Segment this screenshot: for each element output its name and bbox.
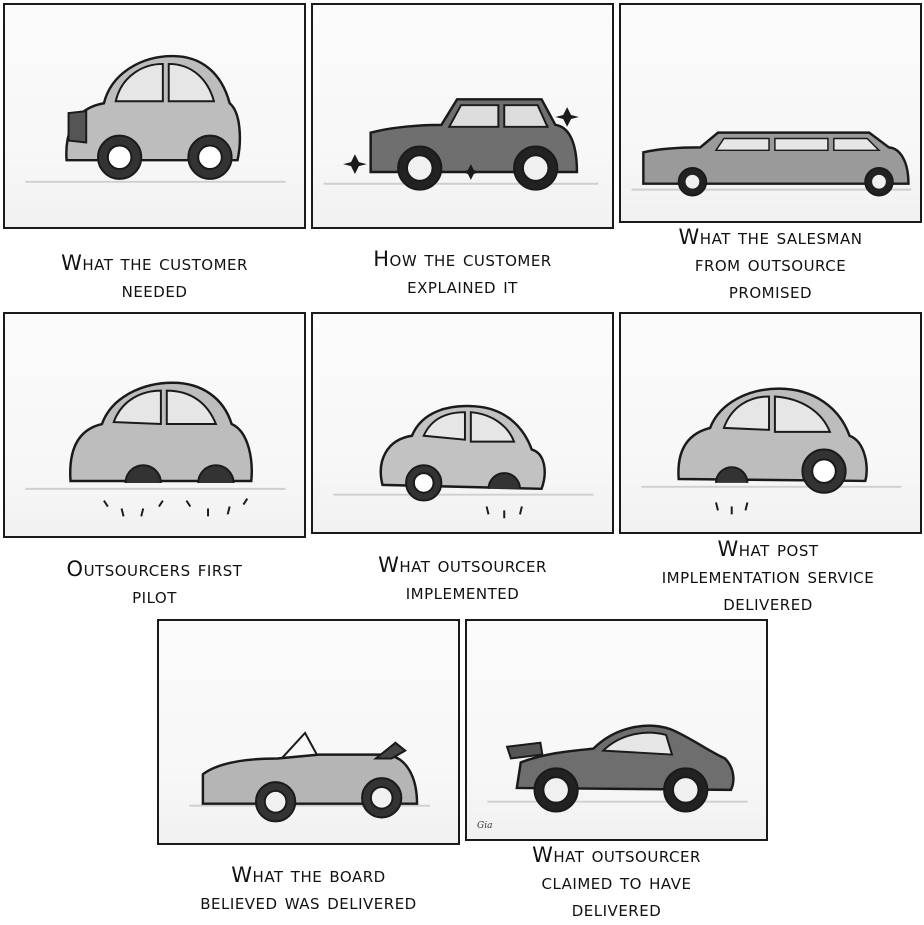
car-implemented-sketch (333, 404, 594, 519)
caption-board-believed: What the board believed was delivered (200, 863, 417, 914)
panel-salesman-promised (619, 3, 922, 223)
caption-outsourcer-implemented: What outsourcer implemented (378, 553, 547, 604)
panel-outsourcer-implemented (311, 312, 614, 534)
car-sports-sketch (487, 724, 748, 813)
caption-outsourcer-claimed: What outsourcer claimed to have delivere… (532, 843, 701, 921)
panel-outsourcer-claimed: Gia (465, 619, 768, 841)
car-limousine-sketch (631, 131, 912, 197)
caption-salesman-promised: What the salesman from outsource promise… (678, 225, 863, 303)
panel-first-pilot (3, 312, 306, 538)
caption-customer-explained: How the customer explained it (373, 247, 552, 298)
car-fancy-sketch (323, 98, 599, 191)
caption-post-implementation: What post implementation service deliver… (661, 537, 875, 615)
caption-first-pilot: Outsourcers first pilot (66, 557, 243, 608)
panel-board-believed (157, 619, 460, 845)
artist-signature: Gia (477, 821, 493, 831)
car-post-implementation-sketch (641, 387, 902, 515)
caption-customer-needed: What the customer needed (61, 251, 248, 302)
panel-customer-explained (311, 3, 614, 229)
car-convertible-sketch (189, 731, 430, 823)
car-first-pilot-sketch (25, 381, 286, 517)
panel-post-implementation (619, 312, 922, 534)
panel-customer-needed (3, 3, 306, 229)
car-simple-sketch (25, 54, 286, 183)
